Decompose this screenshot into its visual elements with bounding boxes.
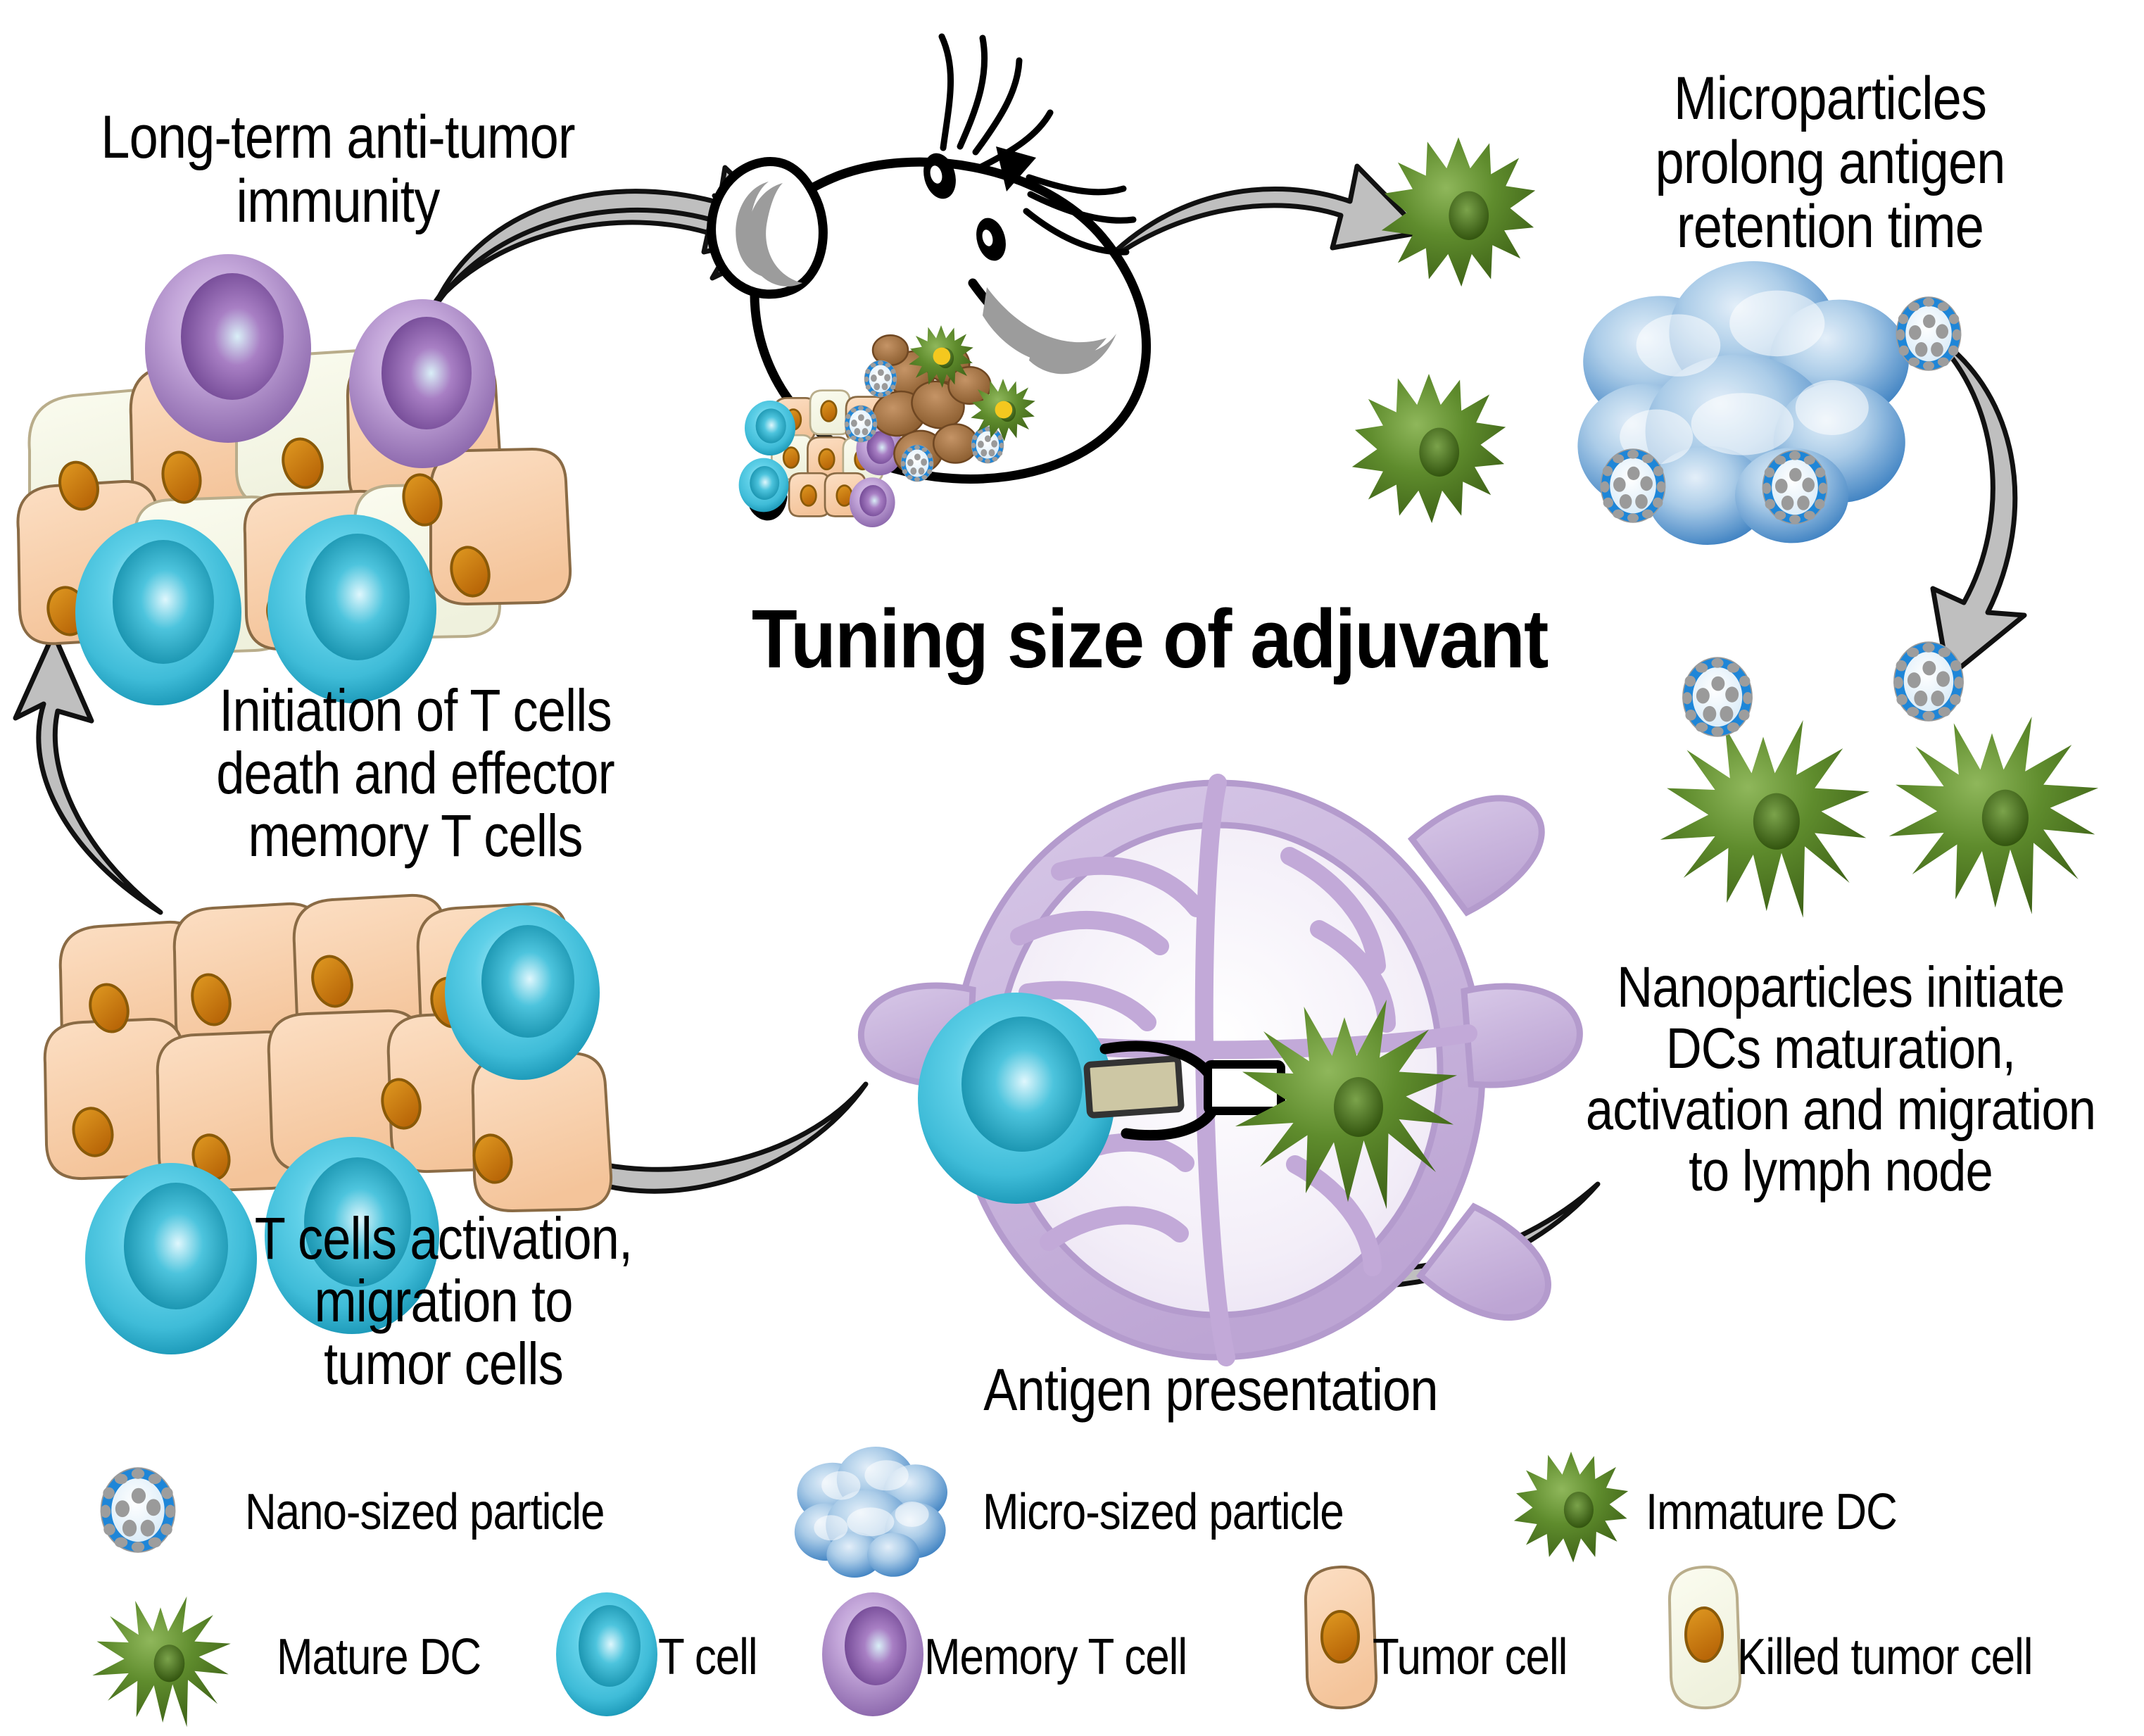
nano-particle bbox=[1762, 450, 1828, 524]
tcr-mhc-complex bbox=[1083, 1040, 1285, 1141]
nano-particle bbox=[1896, 296, 1962, 371]
micro-particle-large bbox=[1577, 261, 1909, 545]
killed-tumor-cell-icon bbox=[1667, 1565, 1742, 1710]
legend-label-t-cell: T cell bbox=[658, 1629, 758, 1685]
label-antigen-presentation: Antigen presentation bbox=[983, 1357, 1438, 1423]
legend-label-micro-sized-particle: Micro-sized particle bbox=[983, 1484, 1344, 1540]
label-t-cell-death: Initiation of T cells death and effector… bbox=[216, 677, 614, 869]
mouse-illustration bbox=[707, 33, 1152, 527]
label-long-term-immunity: Long-term anti-tumor immunity bbox=[101, 103, 575, 236]
label-t-cell-activation: T cells activation, migration to tumor c… bbox=[254, 1205, 633, 1397]
legend-label-immature-dc: Immature DC bbox=[1646, 1484, 1898, 1540]
arrow-lymphnode-to-tcells bbox=[498, 1081, 869, 1194]
legend-label-tumor-cell: Tumor cell bbox=[1373, 1629, 1568, 1685]
immature-dc-group bbox=[1351, 137, 1536, 524]
figure-title: Tuning size of adjuvant bbox=[751, 593, 1549, 686]
legend-label-memory-t-cell: Memory T cell bbox=[924, 1629, 1187, 1685]
t-cell bbox=[75, 520, 241, 705]
lymph-node bbox=[857, 774, 1583, 1366]
arrow-nanoparticles-to-lymphnode bbox=[1222, 1181, 1601, 1316]
arrow-tcells-to-immunity bbox=[13, 631, 163, 915]
memory-t-cell bbox=[349, 299, 496, 468]
legend-label-killed-tumor-cell: Killed tumor cell bbox=[1737, 1629, 2033, 1685]
t-cell bbox=[267, 515, 436, 703]
mature-dc-group bbox=[1660, 641, 2099, 918]
arrow-mouse-to-microparticles bbox=[1095, 163, 1425, 272]
t-cell-icon bbox=[556, 1592, 657, 1716]
legend-label-nano-sized-particle: Nano-sized particle bbox=[245, 1484, 605, 1540]
memory-t-cell bbox=[145, 254, 311, 443]
mouse-immune-cluster bbox=[738, 389, 904, 527]
label-microparticles: Microparticles prolong antigen retention… bbox=[1655, 65, 2005, 261]
memory-t-cell-icon bbox=[822, 1592, 923, 1716]
t-cell bbox=[445, 905, 600, 1080]
mouse-tumor-site bbox=[844, 325, 1035, 482]
immature-dc-icon bbox=[1513, 1452, 1629, 1563]
t-cell-in-lymph-node bbox=[918, 993, 1115, 1204]
micro-particle-icon bbox=[794, 1447, 947, 1578]
mature-dc-icon bbox=[92, 1596, 231, 1728]
legend-label-mature-dc: Mature DC bbox=[277, 1629, 481, 1685]
nano-particle bbox=[1600, 448, 1666, 523]
tumor-cell-icon bbox=[1304, 1565, 1378, 1710]
label-nanoparticles: Nanoparticles initiate DCs maturation, a… bbox=[1585, 955, 2096, 1203]
arrow-microparticles-to-nanoparticles bbox=[1924, 328, 2027, 680]
nano-particle-icon bbox=[100, 1467, 176, 1553]
cell-cluster-long-term-immunity bbox=[16, 254, 572, 705]
